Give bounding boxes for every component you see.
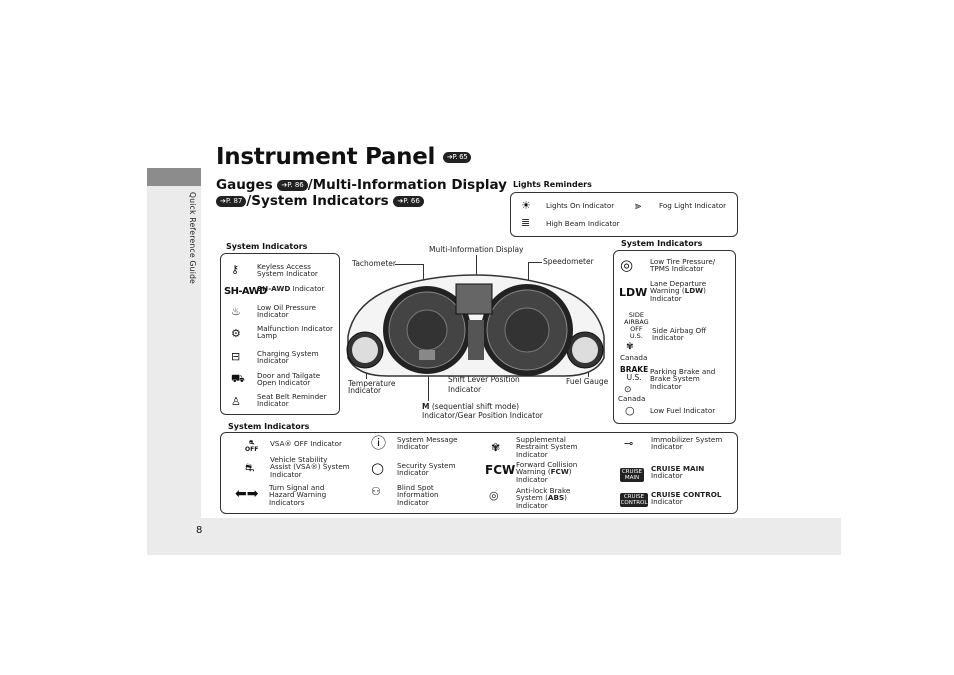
tachometer-hub bbox=[406, 309, 448, 351]
section-tab bbox=[147, 168, 201, 186]
tachometer-label: Tachometer bbox=[352, 259, 396, 268]
right-indicators-box: ◎ Low Tire Pressure/ TPMS Indicator LDW … bbox=[613, 250, 736, 424]
page-ref-badge[interactable]: ➔P. 65 bbox=[442, 152, 472, 163]
indicator-label: Parking Brake and Brake System Indicator bbox=[650, 367, 716, 391]
fuel-gauge-face bbox=[572, 337, 598, 363]
high-beam-label: High Beam Indicator bbox=[546, 219, 620, 228]
fog-light-label: Fog Light Indicator bbox=[659, 201, 727, 210]
ldw-icon: LDW bbox=[619, 286, 648, 299]
indicator-label: Forward Collision Warning (FCW) Indicato… bbox=[516, 460, 578, 484]
temperature-label: Temperature Indicator bbox=[348, 379, 396, 396]
blind-spot-icon: ⚇ bbox=[371, 485, 381, 498]
indicator-label: SH-AWD Indicator bbox=[257, 284, 325, 293]
indicator-label: Blind Spot Information Indicator bbox=[397, 483, 439, 507]
left-indicators-box: ⚷ Keyless Access System Indicator SH-AWD… bbox=[220, 253, 340, 415]
indicator-label: Keyless Access System Indicator bbox=[257, 262, 318, 279]
vsa-off-icon: ⛐OFF bbox=[245, 439, 259, 453]
indicator-label: Seat Belt Reminder Indicator bbox=[257, 392, 327, 409]
leader-line bbox=[528, 262, 542, 263]
bottom-indicators-title: System Indicators bbox=[228, 422, 310, 431]
region-label: Canada bbox=[620, 353, 648, 362]
airbag-icon: ✾ bbox=[626, 342, 634, 352]
sh-awd-icon: SH-AWD bbox=[224, 286, 267, 297]
indicator-label: Side Airbag Off Indicator bbox=[652, 326, 707, 343]
indicator-label: System Message Indicator bbox=[397, 435, 458, 452]
page-ref-badge[interactable]: ➔P. 87 bbox=[216, 195, 247, 207]
indicator-label: Low Oil Pressure Indicator bbox=[257, 303, 317, 320]
indicator-label: Door and Tailgate Open Indicator bbox=[257, 371, 321, 388]
page-title: Instrument Panel ➔P. 65 bbox=[216, 144, 472, 170]
indicator-label: Turn Signal and Hazard Warning Indicator… bbox=[269, 483, 327, 507]
indicator-label: Low Tire Pressure/ TPMS Indicator bbox=[650, 257, 716, 274]
door-open-icon: ⛟ bbox=[231, 372, 245, 385]
lights-reminders-box: ☀ Lights On Indicator ⫸ Fog Light Indica… bbox=[510, 192, 738, 237]
lights-on-label: Lights On Indicator bbox=[546, 201, 615, 210]
indicator-label: Charging System Indicator bbox=[257, 349, 319, 366]
side-label: Quick Reference Guide bbox=[188, 192, 197, 285]
seat-belt-icon: ♙ bbox=[231, 395, 241, 408]
oil-can-icon: ♨ bbox=[231, 305, 241, 318]
fcw-icon: FCW bbox=[485, 463, 516, 477]
indicator-label: Vehicle Stability Assist (VSA®) System I… bbox=[270, 455, 350, 479]
vsa-icon: ⛐ bbox=[245, 461, 255, 474]
engine-icon: ⚙ bbox=[231, 327, 241, 340]
indicator-label: VSA® OFF Indicator bbox=[270, 439, 342, 448]
indicator-label: Anti-lock Brake System (ABS) Indicator bbox=[516, 486, 571, 510]
lights-reminders-title: Lights Reminders bbox=[513, 180, 592, 189]
leader-line bbox=[423, 264, 424, 294]
high-beam-icon: ≣ bbox=[521, 216, 531, 229]
speedometer-hub bbox=[504, 307, 550, 353]
section-subtitle: Gauges ➔P. 86/Multi-Information Display … bbox=[216, 177, 507, 209]
brake-circle-icon: ⊙ bbox=[624, 385, 632, 395]
abs-icon: ◎ bbox=[489, 489, 499, 502]
indicator-label: Immobilizer System Indicator bbox=[651, 435, 723, 452]
indicator-label: Security System Indicator bbox=[397, 461, 456, 478]
page-number: 8 bbox=[196, 525, 203, 536]
leader-line bbox=[395, 264, 423, 265]
gear-position-label: M (sequential shift mode) Indicator/Gear… bbox=[422, 402, 543, 420]
fuel-gauge-label: Fuel Gauge bbox=[566, 377, 609, 386]
indicator-label: Low Fuel Indicator bbox=[650, 406, 716, 415]
tire-pressure-icon: ◎ bbox=[620, 256, 634, 274]
gear-position-display bbox=[419, 350, 435, 360]
multi-information-display bbox=[455, 283, 493, 315]
leader-line bbox=[428, 360, 429, 401]
region-label: Canada bbox=[618, 394, 646, 403]
srs-airbag-icon: ✾ bbox=[491, 441, 501, 454]
shift-lever-position-indicator bbox=[468, 320, 484, 360]
indicator-label: Lane Departure Warning (LDW) Indicator bbox=[650, 279, 707, 303]
leader-line bbox=[476, 255, 477, 285]
speedometer-label: Speedometer bbox=[543, 257, 594, 266]
right-indicators-title: System Indicators bbox=[621, 239, 703, 248]
key-icon: ⚷ bbox=[231, 263, 240, 276]
indicator-label: Malfunction Indicator Lamp bbox=[257, 324, 334, 341]
shift-lever-label: Shift Lever Position Indicator bbox=[448, 375, 520, 394]
indicator-label: Supplemental Restraint System Indicator bbox=[516, 435, 578, 459]
turn-signal-icon: ⬅➡ bbox=[235, 486, 259, 502]
fuel-pump-icon: ○ bbox=[625, 404, 635, 417]
gauge-cluster bbox=[346, 274, 605, 377]
bottom-indicators-box: ⛐OFF VSA® OFF Indicator ⛐ Vehicle Stabil… bbox=[220, 432, 738, 514]
battery-icon: ⊟ bbox=[231, 350, 241, 363]
fog-light-icon: ⫸ bbox=[635, 199, 642, 212]
left-indicators-title: System Indicators bbox=[226, 242, 308, 251]
immobilizer-icon: ⊸ bbox=[624, 437, 634, 450]
page-ref-badge[interactable]: ➔P. 86 bbox=[277, 179, 308, 191]
system-message-icon: ⓘ bbox=[371, 434, 387, 452]
security-system-icon: ○ bbox=[371, 459, 385, 477]
temperature-gauge-face bbox=[352, 337, 378, 363]
mid-label: Multi-Information Display bbox=[429, 245, 524, 254]
page-ref-badge[interactable]: ➔P. 66 bbox=[393, 195, 424, 207]
lights-on-icon: ☀ bbox=[521, 199, 531, 212]
